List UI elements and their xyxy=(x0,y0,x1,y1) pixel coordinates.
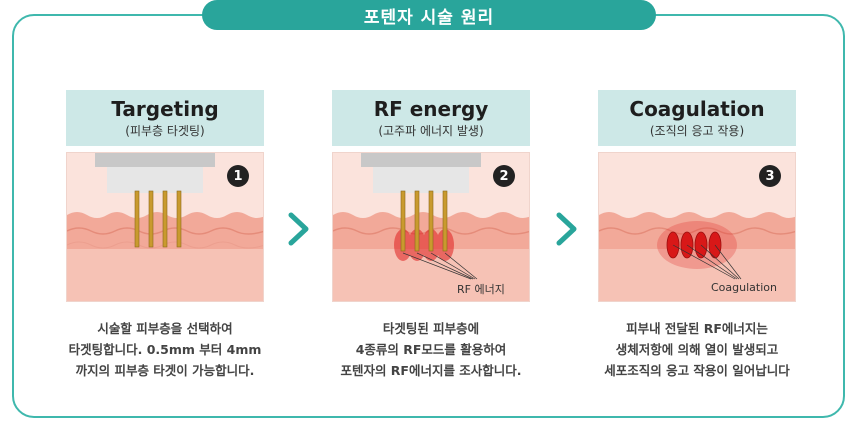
step-coagulation: Coagulation (조직의 응고 작용) 3 Coagulation xyxy=(598,90,796,302)
step-targeting: Targeting (피부층 타겟팅) 1 xyxy=(66,90,264,302)
step-description: 피부내 전달된 RF에너지는 생체저항에 의해 열이 발생되고 세포조직의 응고… xyxy=(567,318,827,381)
chevron-right-icon xyxy=(288,212,310,246)
description-line: 포텐자의 RF에너지를 조사합니다. xyxy=(340,363,522,378)
description-line: 타겟팅된 피부층에 xyxy=(382,321,480,336)
panel-annotation: Coagulation xyxy=(711,281,777,294)
step-name: Targeting xyxy=(111,96,219,121)
step-header: RF energy (고주파 에너지 발생) xyxy=(332,90,530,146)
step-subtitle: (피부층 타겟팅) xyxy=(125,123,205,138)
step-header: Coagulation (조직의 응고 작용) xyxy=(598,90,796,146)
step-subtitle: (고주파 에너지 발생) xyxy=(378,123,484,138)
skin-illustration: 2 RF 에너지 xyxy=(332,152,530,302)
skin-illustration: 1 xyxy=(66,152,264,302)
chevron-right-icon xyxy=(556,212,578,246)
skin-illustration: 3 Coagulation xyxy=(598,152,796,302)
description-line: 생체저항에 의해 열이 발생되고 xyxy=(615,342,779,357)
description-line: 까지의 피부층 타겟이 가능합니다. xyxy=(75,363,255,378)
step-name: Coagulation xyxy=(629,96,765,121)
panel-annotation: RF 에너지 xyxy=(457,283,505,296)
description-line: 타겟팅합니다. 0.5mm 부터 4mm xyxy=(68,342,262,357)
step-rf-energy: RF energy (고주파 에너지 발생) xyxy=(332,90,530,302)
step-subtitle: (조직의 응고 작용) xyxy=(649,123,745,138)
description-line: 피부내 전달된 RF에너지는 xyxy=(626,321,768,336)
step-number-badge: 2 xyxy=(493,165,515,187)
step-description: 시술할 피부층을 선택하여 타겟팅합니다. 0.5mm 부터 4mm 까지의 피… xyxy=(35,318,295,381)
description-line: 4종류의 RF모드를 활용하여 xyxy=(355,342,507,357)
step-number-badge: 3 xyxy=(759,165,781,187)
description-line: 세포조직의 응고 작용이 일어납니다 xyxy=(604,363,790,378)
description-line: 시술할 피부층을 선택하여 xyxy=(97,321,233,336)
step-number-badge: 1 xyxy=(227,165,249,187)
step-header: Targeting (피부층 타겟팅) xyxy=(66,90,264,146)
step-description: 타겟팅된 피부층에 4종류의 RF모드를 활용하여 포텐자의 RF에너지를 조사… xyxy=(301,318,561,381)
step-name: RF energy xyxy=(373,96,489,121)
page-title: 포텐자 시술 원리 xyxy=(202,0,656,30)
